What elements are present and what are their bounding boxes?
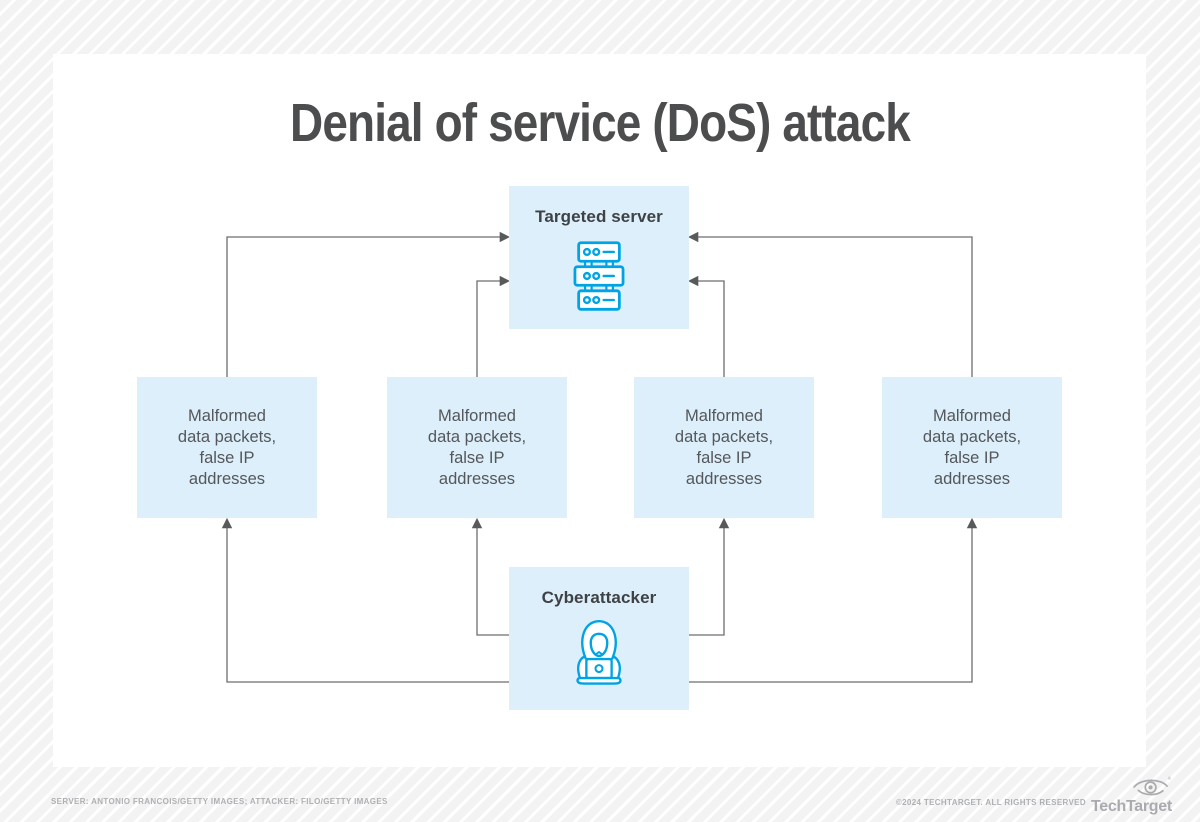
arrow-attacker-to-packet2: [471, 517, 510, 636]
techtarget-wordmark: TechTarget: [1091, 798, 1172, 815]
copyright-notice: ©2024 TECHTARGET. ALL RIGHTS RESERVED: [895, 798, 1086, 807]
packet-node-4: Malformed data packets, false IP address…: [882, 377, 1062, 518]
arrow-attacker-to-packet1: [221, 517, 510, 683]
svg-text:®: ®: [1168, 776, 1171, 781]
arrow-packet3-to-server: [687, 275, 725, 377]
targeted-server-label: Targeted server: [535, 207, 663, 226]
arrow-attacker-to-packet3: [689, 517, 730, 636]
image-credit: SERVER: ANTONIO FRANCOIS/GETTY IMAGES; A…: [51, 797, 388, 806]
packet-node-2: Malformed data packets, false IP address…: [387, 377, 567, 518]
arrow-packet1-to-server: [226, 231, 511, 377]
techtarget-eye-logo: ®: [1131, 776, 1175, 798]
packet-node-2-label: Malformed data packets, false IP address…: [427, 406, 527, 488]
page-title: Denial of service (DoS) attack: [290, 93, 911, 153]
arrow-packet2-to-server: [476, 275, 511, 377]
cyberattacker-label: Cyberattacker: [541, 588, 657, 607]
packet-node-1: Malformed data packets, false IP address…: [137, 377, 317, 518]
packet-node-3-label: Malformed data packets, false IP address…: [674, 406, 774, 488]
packet-node-3: Malformed data packets, false IP address…: [634, 377, 814, 518]
arrow-attacker-to-packet4: [689, 517, 978, 683]
packet-node-4-label: Malformed data packets, false IP address…: [922, 406, 1022, 488]
cyberattacker-node: Cyberattacker: [509, 567, 689, 710]
arrow-packet4-to-server: [687, 231, 973, 377]
hooded-hacker-icon: [569, 616, 629, 688]
targeted-server-node: Targeted server: [509, 186, 689, 329]
server-rack-icon: [568, 239, 630, 313]
techtarget-logo: ® TechTarget: [1091, 776, 1175, 816]
packet-node-1-label: Malformed data packets, false IP address…: [177, 406, 277, 488]
